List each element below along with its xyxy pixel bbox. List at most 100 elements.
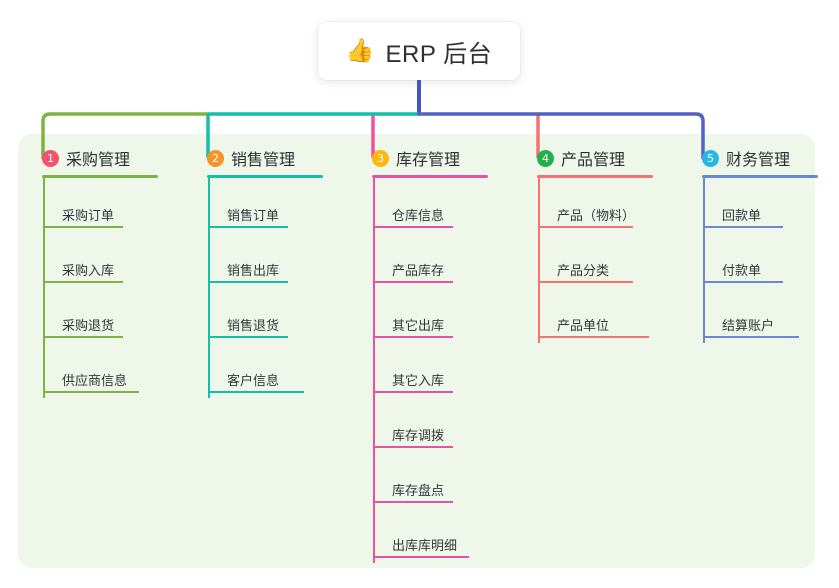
leaf-item-rule	[43, 336, 123, 338]
leaf-item-label: 销售订单	[227, 208, 280, 223]
leaf-item[interactable]: 其它出库	[362, 288, 512, 343]
leaf-item-label: 回款单	[722, 208, 762, 223]
leaf-item-rule	[373, 556, 469, 558]
leaf-item-label: 库存调拨	[392, 428, 445, 443]
column-title: 产品管理	[561, 152, 626, 169]
column-badge-icon: 3	[372, 149, 389, 167]
column-title: 财务管理	[726, 152, 791, 169]
column-badge-icon: 5	[702, 149, 719, 167]
leaf-item-label: 库存盘点	[392, 483, 445, 498]
thumbs-up-icon: 👍	[345, 37, 375, 64]
column-header-rule	[42, 175, 158, 178]
leaf-item-label: 其它入库	[392, 373, 445, 388]
column-header-rule	[537, 175, 653, 178]
leaf-item-rule	[703, 226, 783, 228]
column-header-rule	[702, 175, 818, 178]
leaf-item-rule	[208, 226, 288, 228]
leaf-item[interactable]: 产品单位	[527, 288, 677, 343]
leaf-item[interactable]: 仓库信息	[362, 178, 512, 233]
leaf-item-rule	[703, 336, 799, 338]
column-title: 采购管理	[66, 152, 131, 169]
leaf-item[interactable]: 客户信息	[197, 343, 347, 398]
leaf-item[interactable]: 库存调拨	[362, 398, 512, 453]
root-node[interactable]: 👍 ERP 后台	[318, 22, 520, 80]
leaf-item-rule	[43, 391, 139, 393]
leaf-item-label: 产品单位	[557, 318, 610, 333]
leaf-item-rule	[373, 336, 453, 338]
leaf-item[interactable]: 供应商信息	[32, 343, 182, 398]
leaf-item[interactable]: 采购入库	[32, 233, 182, 288]
column-header-rule	[207, 175, 323, 178]
column-header-4[interactable]: 4 产品管理	[527, 146, 677, 170]
leaf-item[interactable]: 结算账户	[692, 288, 816, 343]
leaf-item-label: 结算账户	[722, 318, 775, 333]
diagram-panel	[18, 134, 815, 568]
column-badge-icon: 2	[207, 149, 224, 167]
leaf-item[interactable]: 库存盘点	[362, 453, 512, 508]
column-header-1[interactable]: 1 采购管理	[32, 146, 182, 170]
column-header-2[interactable]: 2 销售管理	[197, 146, 347, 170]
column-4: 4 产品管理产品（物料） 产品分类产品单位	[527, 146, 677, 343]
leaf-item-rule	[373, 226, 453, 228]
column-spine	[373, 178, 375, 563]
leaf-item-rule	[208, 336, 288, 338]
leaf-item-label: 供应商信息	[62, 373, 128, 388]
leaf-item[interactable]: 其它入库	[362, 343, 512, 398]
column-items: 产品（物料） 产品分类产品单位	[527, 178, 677, 343]
leaf-item-label: 其它出库	[392, 318, 445, 333]
leaf-item[interactable]: 销售订单	[197, 178, 347, 233]
leaf-item-rule	[43, 226, 123, 228]
leaf-item-label: 出库库明细	[392, 538, 458, 553]
leaf-item-rule	[208, 281, 288, 283]
leaf-item-rule	[373, 391, 453, 393]
column-items: 销售订单销售出库销售退货客户信息	[197, 178, 347, 398]
leaf-item-label: 产品分类	[557, 263, 610, 278]
leaf-item-rule	[538, 336, 649, 338]
leaf-item-rule	[538, 281, 633, 283]
leaf-item-label: 仓库信息	[392, 208, 445, 223]
leaf-item[interactable]: 回款单	[692, 178, 816, 233]
column-header-5[interactable]: 5 财务管理	[692, 146, 816, 170]
leaf-item-rule	[373, 501, 453, 503]
leaf-item[interactable]: 产品库存	[362, 233, 512, 288]
leaf-item-label: 客户信息	[227, 373, 280, 388]
leaf-item[interactable]: 采购订单	[32, 178, 182, 233]
leaf-item[interactable]: 出库库明细	[362, 508, 512, 563]
leaf-item-label: 付款单	[722, 263, 762, 278]
column-header-rule	[372, 175, 488, 178]
column-items: 仓库信息产品库存其它出库其它入库库存调拨库存盘点出库库明细	[362, 178, 512, 563]
root-node-label: ERP 后台	[385, 40, 493, 68]
column-spine	[538, 178, 540, 343]
leaf-item-label: 采购订单	[62, 208, 115, 223]
column-spine	[703, 178, 705, 343]
column-2: 2 销售管理销售订单销售出库销售退货客户信息	[197, 146, 347, 398]
leaf-item-label: 销售退货	[227, 318, 280, 333]
leaf-item[interactable]: 产品分类	[527, 233, 677, 288]
leaf-item-label: 采购退货	[62, 318, 115, 333]
leaf-item[interactable]: 付款单	[692, 233, 816, 288]
column-spine	[208, 178, 210, 398]
column-items: 采购订单采购入库采购退货供应商信息	[32, 178, 182, 398]
leaf-item-label: 产品库存	[392, 263, 445, 278]
leaf-item[interactable]: 销售出库	[197, 233, 347, 288]
leaf-item-label: 采购入库	[62, 263, 115, 278]
leaf-item[interactable]: 销售退货	[197, 288, 347, 343]
column-title: 销售管理	[231, 152, 296, 169]
column-badge-icon: 1	[42, 149, 59, 167]
column-5: 5 财务管理回款单付款单结算账户	[692, 146, 818, 343]
leaf-item[interactable]: 产品（物料）	[527, 178, 677, 233]
leaf-item-label: 销售出库	[227, 263, 280, 278]
leaf-item-rule	[208, 391, 304, 393]
leaf-item-rule	[43, 281, 123, 283]
leaf-item-rule	[373, 281, 453, 283]
leaf-item[interactable]: 采购退货	[32, 288, 182, 343]
column-spine	[43, 178, 45, 398]
leaf-item-rule	[703, 281, 783, 283]
column-badge-icon: 4	[537, 149, 554, 167]
leaf-item-rule	[538, 226, 633, 228]
leaf-item-rule	[373, 446, 453, 448]
column-items: 回款单付款单结算账户	[692, 178, 816, 343]
column-1: 1 采购管理采购订单采购入库采购退货供应商信息	[32, 146, 182, 398]
